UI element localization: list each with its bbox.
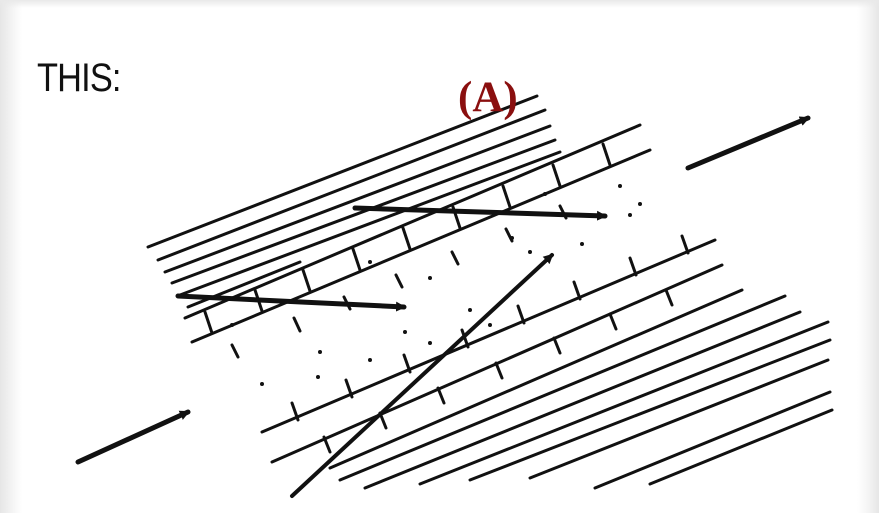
flow-arrow-icon <box>292 255 552 496</box>
flow-arrow-icon <box>688 118 808 168</box>
flow-arrow-icon <box>78 412 188 462</box>
panel-label: (A) <box>458 76 518 119</box>
